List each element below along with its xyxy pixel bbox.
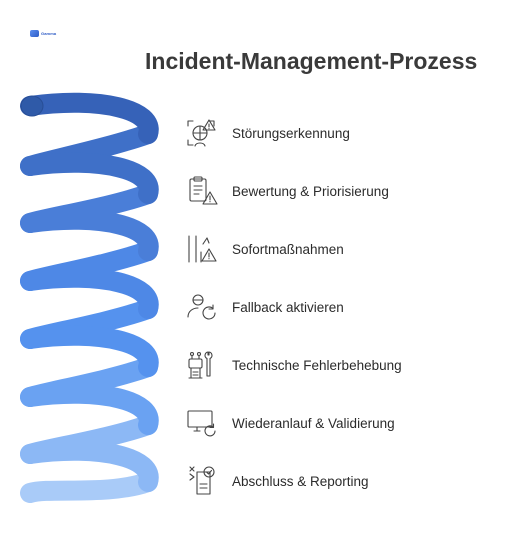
step-bewertung-priorisierung: Bewertung & Priorisierung — [182, 171, 389, 211]
page-title: Incident-Management-Prozess — [145, 48, 478, 74]
coil-front-strand — [20, 383, 159, 435]
brand-logo: Gamma — [30, 30, 56, 37]
document-check-icon — [182, 462, 220, 500]
coil-front-strand — [20, 152, 159, 204]
brand-logo-text: Gamma — [41, 31, 57, 36]
monitor-refresh-icon — [182, 404, 220, 442]
step-label: Bewertung & Priorisierung — [232, 183, 389, 199]
step-label: Fallback aktivieren — [232, 299, 344, 315]
step-technische-fehlerbehebung: Technische Fehlerbehebung — [182, 345, 402, 385]
user-refresh-icon — [182, 288, 220, 326]
step-abschluss-reporting: Abschluss & Reporting — [182, 461, 369, 501]
step-label: Störungserkennung — [232, 125, 350, 141]
scan-warning-icon — [182, 114, 220, 152]
brand-logo-mark — [30, 30, 39, 37]
step-sofortmassnahmen: Sofortmaßnahmen — [182, 229, 344, 269]
coil-front-strand — [20, 92, 159, 144]
route-warning-icon — [182, 230, 220, 268]
step-label: Technische Fehlerbehebung — [232, 357, 402, 373]
coil-end-cap — [20, 95, 44, 117]
step-stoerungserkennung: Störungserkennung — [182, 113, 350, 153]
coil-back-strand — [20, 472, 158, 503]
coil-front-strand — [20, 209, 159, 261]
clipboard-warning-icon — [182, 172, 220, 210]
step-label: Abschluss & Reporting — [232, 473, 369, 489]
coil-front-strand — [20, 440, 159, 492]
coil-front-strand — [20, 267, 159, 319]
coil-front-strand — [20, 325, 159, 377]
robot-wrench-icon — [182, 346, 220, 384]
step-wiederanlauf-validierung: Wiederanlauf & Validierung — [182, 403, 395, 443]
step-fallback-aktivieren: Fallback aktivieren — [182, 287, 344, 327]
step-label: Wiederanlauf & Validierung — [232, 415, 395, 431]
step-label: Sofortmaßnahmen — [232, 241, 344, 257]
